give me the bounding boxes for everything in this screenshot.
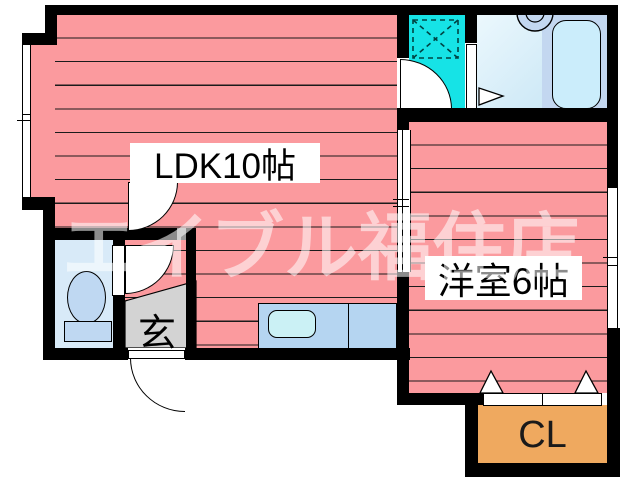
kitchen-counter-divider xyxy=(348,303,349,348)
bay-window-tick xyxy=(17,120,31,121)
kitchen-sink-icon xyxy=(268,310,316,338)
wall-left-lower xyxy=(43,197,55,360)
sliding-door-tick2 xyxy=(393,206,409,207)
wash-basin-icon xyxy=(516,12,554,32)
bathtub-icon xyxy=(552,20,601,109)
sliding-door-tick xyxy=(393,199,409,200)
closet-door-track-divider xyxy=(542,393,543,405)
wall-right-lower xyxy=(607,328,620,477)
wall-closet-bottom xyxy=(465,463,620,477)
watermark-text: エイブル福住店 xyxy=(62,206,580,289)
wall-post-gray xyxy=(177,228,186,240)
wall-toilet-top xyxy=(43,228,177,240)
closet-floor xyxy=(478,405,607,463)
closet-door-triangle-left xyxy=(478,369,505,394)
room-label-ldk: LDK10帖 xyxy=(130,143,320,186)
room-label-western: 洋室6帖 xyxy=(425,256,582,302)
western-window-icon xyxy=(607,188,618,328)
western-window-tick xyxy=(603,257,618,258)
room-label-closet: CL xyxy=(518,413,567,456)
bay-window-tick2 xyxy=(22,114,31,115)
wall-bath-bottom xyxy=(397,108,618,122)
wall-western-bottom xyxy=(397,393,483,405)
wall-washroom-bathroom xyxy=(465,13,477,43)
wall-closet-left xyxy=(465,393,478,477)
wall-right-upper xyxy=(607,5,618,188)
bathroom-door-leaf xyxy=(466,44,477,109)
wall-ldk-western-lower xyxy=(397,272,409,405)
bay-window-floor xyxy=(31,45,55,197)
toilet-door-leaf xyxy=(112,245,125,296)
sliding-door-icon xyxy=(397,130,411,272)
sliding-door-line xyxy=(402,130,403,272)
wall-entrance-right xyxy=(186,228,196,348)
wall-bay-cap-top xyxy=(22,33,57,45)
western-window-tick2 xyxy=(607,265,618,266)
wall-ldk-western-upper xyxy=(397,122,409,131)
wall-ldk-washroom xyxy=(397,5,409,58)
closet-door-triangle-right xyxy=(573,369,600,394)
toilet-tank xyxy=(64,321,112,342)
bathroom-door-triangle xyxy=(478,87,505,106)
wall-top xyxy=(45,5,618,15)
washing-machine-pan-icon xyxy=(412,19,459,59)
bay-window-icon xyxy=(22,45,31,197)
wall-bottom-left xyxy=(43,348,410,360)
room-label-entrance: 玄 xyxy=(138,313,177,355)
